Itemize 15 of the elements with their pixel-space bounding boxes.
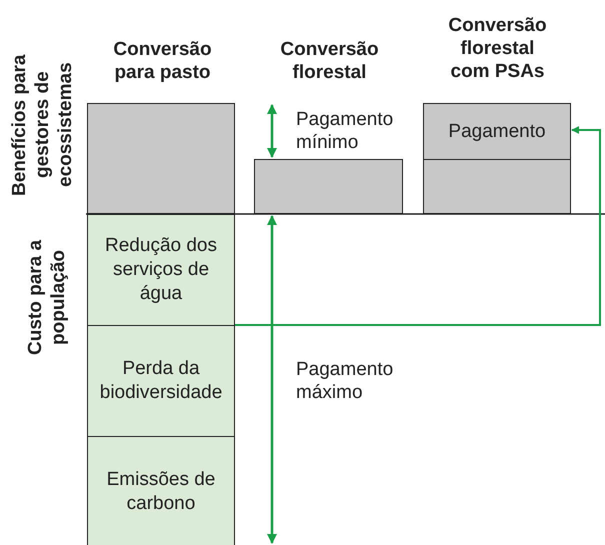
column-heading: Conversão florestal [279, 38, 380, 84]
payment-box: Pagamento [423, 103, 571, 160]
axis-label: Custo para a população [24, 238, 70, 357]
column-heading: Conversão florestal com PSAs [447, 14, 548, 83]
bar [87, 103, 235, 214]
cost-box: Redução dos serviços de água [87, 214, 235, 326]
bar [254, 159, 403, 214]
annotation-text: Pagamento mínimo [296, 108, 394, 154]
bar [423, 159, 571, 214]
axis-label: Benefícios para gestores de ecossistemas [8, 53, 77, 198]
annotation-text: Pagamento máximo [296, 358, 394, 404]
cost-box: Perda da biodiversidade [87, 325, 235, 437]
connector-arrow [235, 126, 601, 326]
cost-box: Emissões de carbono [87, 436, 235, 545]
column-heading: Conversão para pasto [112, 38, 213, 84]
